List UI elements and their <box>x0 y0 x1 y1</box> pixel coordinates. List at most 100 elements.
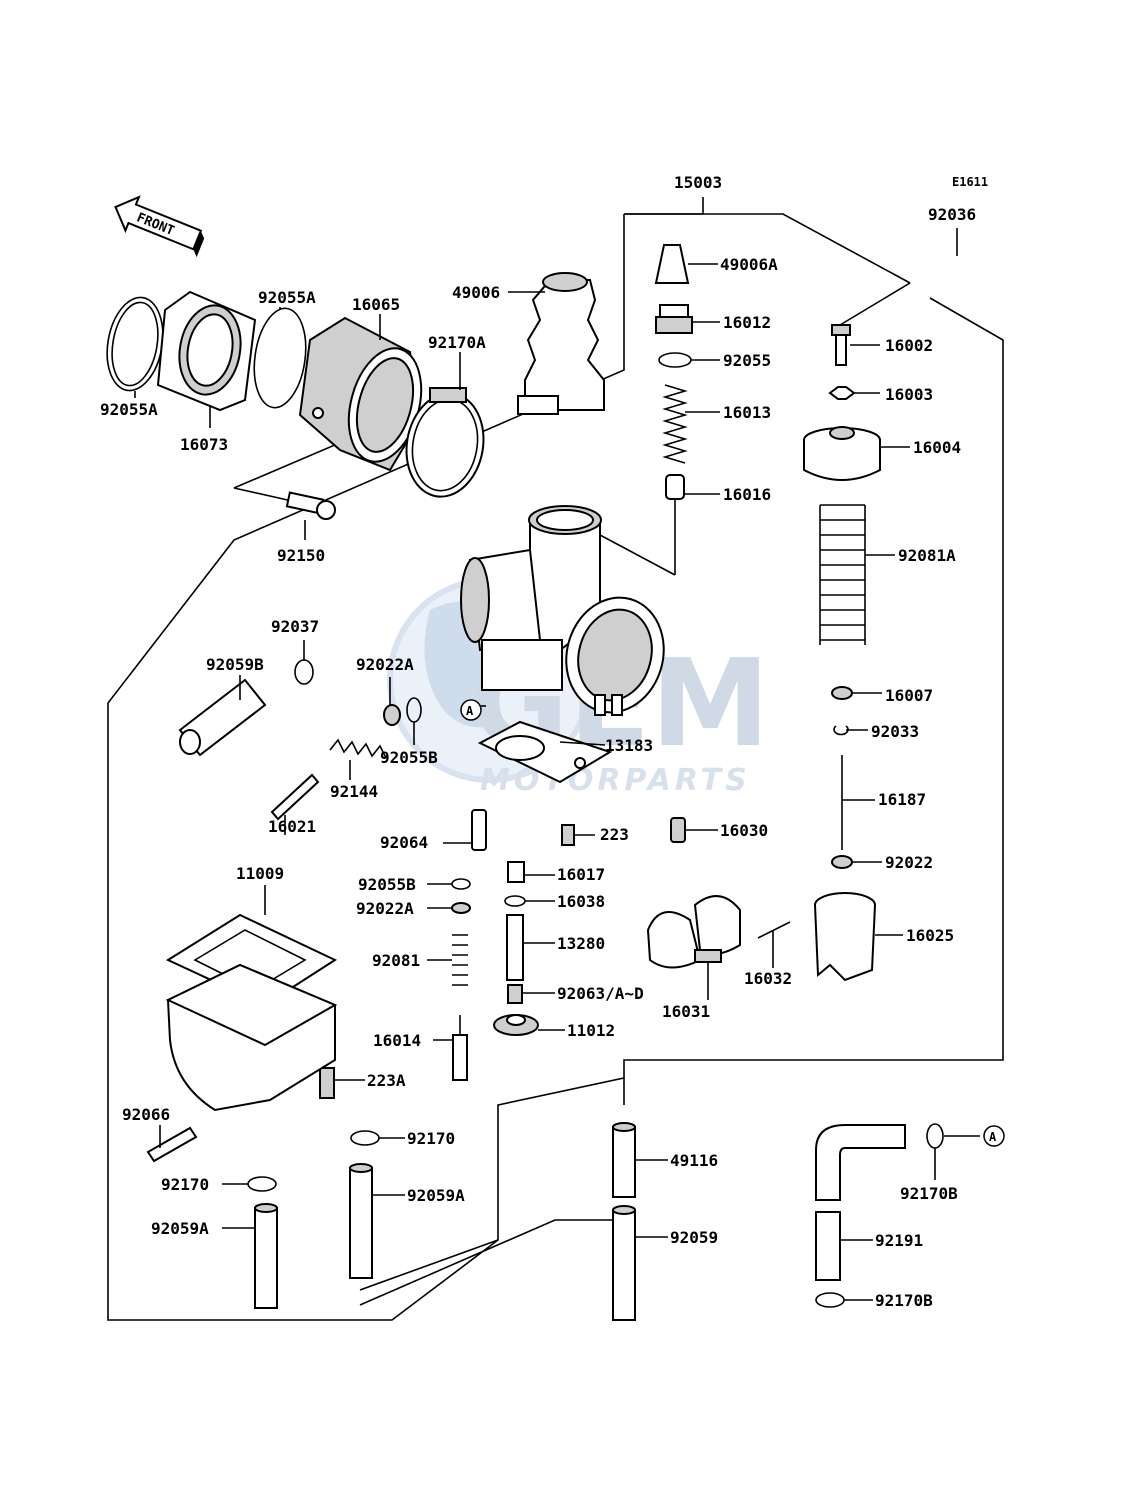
label-13183: 13183 <box>605 736 653 755</box>
holder-16065 <box>298 316 423 472</box>
label-13280: 13280 <box>557 934 605 953</box>
label-16032: 16032 <box>744 969 792 988</box>
nut-16003 <box>828 386 856 400</box>
label-16003: 16003 <box>885 385 933 404</box>
washer-92022 <box>831 855 853 869</box>
label-92144: 92144 <box>330 782 378 801</box>
float-bowl <box>165 963 338 1112</box>
label-11012: 11012 <box>567 1021 615 1040</box>
label-92170-b: 92170 <box>161 1175 209 1194</box>
drain-screw-92066 <box>146 1126 198 1163</box>
callout-a-right: A <box>983 1125 1005 1147</box>
cap-16004 <box>803 426 881 481</box>
label-92191: 92191 <box>875 1231 923 1250</box>
label-16073: 16073 <box>180 435 228 454</box>
label-16030: 16030 <box>720 821 768 840</box>
label-16021: 16021 <box>268 817 316 836</box>
label-15003: 15003 <box>674 173 722 192</box>
label-16016: 16016 <box>723 485 771 504</box>
label-92059A-a: 92059A <box>407 1186 465 1205</box>
label-92055A-top: 92055A <box>258 288 316 307</box>
label-16187: 16187 <box>878 790 926 809</box>
label-49006: 49006 <box>452 283 500 302</box>
washer-92022A <box>451 902 471 914</box>
callout-a-top: A <box>460 699 482 721</box>
clip-92033 <box>833 725 849 736</box>
label-16017: 16017 <box>557 865 605 884</box>
callout-a-right-label: A <box>989 1130 997 1144</box>
top-cap-49006A <box>654 244 690 284</box>
label-223: 223 <box>600 825 629 844</box>
spring-92081 <box>452 934 468 986</box>
adjuster-16012 <box>655 304 693 334</box>
label-92055: 92055 <box>723 351 771 370</box>
label-92059A-b: 92059A <box>151 1219 209 1238</box>
front-arrow-icon: FRONT <box>114 195 205 258</box>
o-ring-16038 <box>504 895 526 907</box>
label-92055A-left: 92055A <box>100 400 158 419</box>
label-16025: 16025 <box>906 926 954 945</box>
jet-16017 <box>507 861 525 883</box>
label-16065: 16065 <box>352 295 400 314</box>
float-16031 <box>646 895 741 969</box>
gasket-13183 <box>477 720 613 784</box>
insulator-16073 <box>156 290 257 412</box>
label-92033: 92033 <box>871 722 919 741</box>
label-16007: 16007 <box>885 686 933 705</box>
jet-needle-holder-16016 <box>665 474 685 520</box>
part-labels: 15003 92036 49006A 16012 92055 16013 160… <box>100 173 976 1310</box>
label-49116: 49116 <box>670 1151 718 1170</box>
boot-49006 <box>517 272 605 415</box>
spring-92144 <box>329 738 387 759</box>
label-92170A: 92170A <box>428 333 486 352</box>
label-16031: 16031 <box>662 1002 710 1021</box>
label-92036: 92036 <box>928 205 976 224</box>
hose-92191 <box>815 1124 906 1281</box>
label-92170B-a: 92170B <box>900 1184 958 1203</box>
clip-92170B-b <box>815 1292 845 1308</box>
callout-a-top-label: A <box>466 704 474 718</box>
clip-92037 <box>294 659 314 685</box>
hose-92059A-a <box>349 1163 373 1279</box>
o-ring-92055 <box>658 352 692 368</box>
label-16014: 16014 <box>373 1031 421 1050</box>
label-92081A: 92081A <box>898 546 956 565</box>
needle-16014 <box>452 1015 468 1081</box>
spring-16013 <box>662 384 688 464</box>
valve-16030 <box>670 817 686 843</box>
hose-92059B <box>178 678 267 757</box>
jet-92063 <box>507 984 523 1004</box>
cap-11012 <box>493 1014 539 1036</box>
jet-92064 <box>471 809 487 851</box>
label-11009: 11009 <box>236 864 284 883</box>
label-92055B: 92055B <box>358 875 416 894</box>
label-92170-a: 92170 <box>407 1129 455 1148</box>
needle-jet-13280 <box>506 914 524 981</box>
diagram-code: E1611 <box>952 175 988 189</box>
carburetor-body <box>460 505 665 716</box>
o-ring-92055B <box>451 878 471 890</box>
label-92022: 92022 <box>885 853 933 872</box>
label-92022A: 92022A <box>356 899 414 918</box>
label-16004: 16004 <box>913 438 961 457</box>
throttle-valve-16025 <box>814 892 876 982</box>
label-92022A-top: 92022A <box>356 655 414 674</box>
label-16002: 16002 <box>885 336 933 355</box>
label-16038: 16038 <box>557 892 605 911</box>
leader-lines <box>134 228 980 1301</box>
label-16012: 16012 <box>723 313 771 332</box>
clamp-92170A <box>405 387 485 498</box>
bolt-92150 <box>285 491 336 520</box>
clip-92170B-a <box>926 1123 944 1149</box>
label-92055B-top: 92055B <box>380 748 438 767</box>
label-92037: 92037 <box>271 617 319 636</box>
clip-92170-a <box>350 1130 380 1146</box>
washer-16007 <box>831 686 853 700</box>
fitting-49116 <box>612 1122 636 1198</box>
o-ring-92055A-top <box>253 307 307 409</box>
pin-16032 <box>757 921 791 939</box>
hose-92059A-b <box>254 1203 278 1309</box>
label-92059B: 92059B <box>206 655 264 674</box>
label-92170B-b: 92170B <box>875 1291 933 1310</box>
